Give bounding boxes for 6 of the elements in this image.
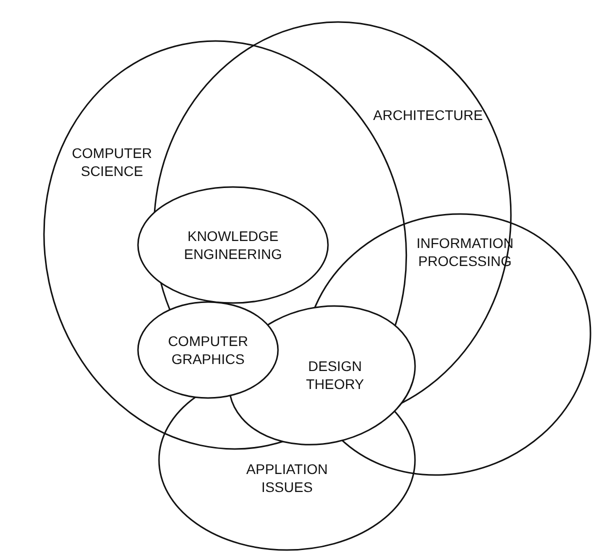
topic-label: KNOWLEDGE ENGINEERING	[182, 227, 283, 263]
topic-label: COMPUTER SCIENCE	[70, 144, 154, 180]
topic-label: DESIGN THEORY	[304, 356, 366, 393]
topic-label: COMPUTER GRAPHICS	[166, 332, 250, 368]
topic-label: ARCHITECTURE	[372, 106, 484, 124]
topic-label: APPLIATION ISSUES	[245, 460, 329, 496]
